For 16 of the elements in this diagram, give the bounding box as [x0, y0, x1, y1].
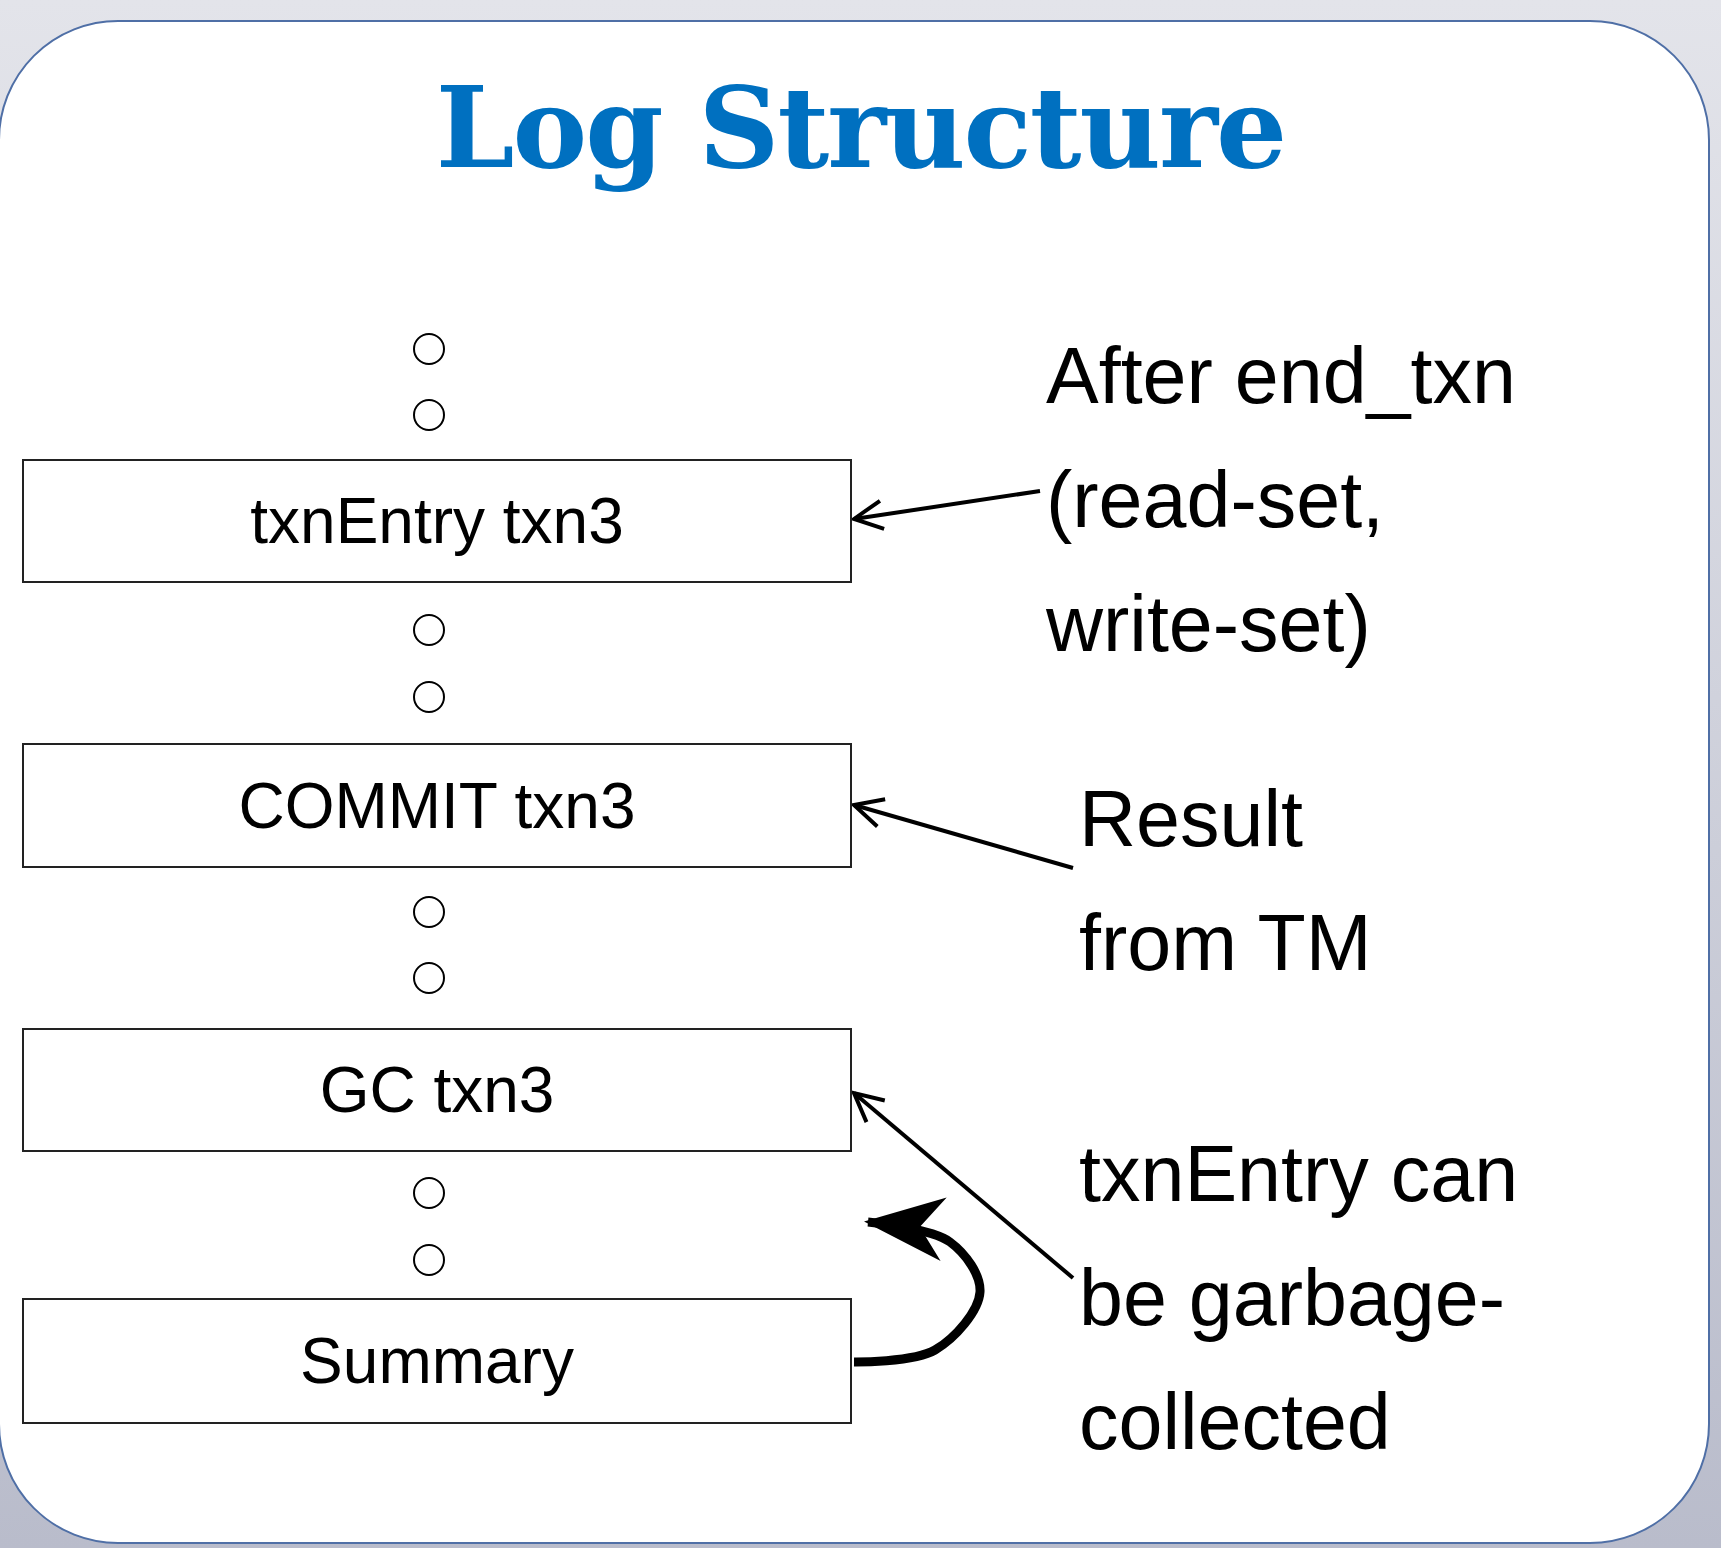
- entry-label: txnEntry txn3: [250, 484, 624, 558]
- annotation-text: After end_txn (read-set, write-set): [1046, 314, 1541, 686]
- log-entry-box: [22, 743, 852, 868]
- curved-arrow: [854, 1197, 985, 1367]
- entry-label: GC txn3: [319, 1053, 555, 1127]
- annotation-text: txnEntry can be garbage- collected: [1079, 1112, 1599, 1484]
- entry-label: Summary: [300, 1324, 574, 1398]
- log-entry-box: [22, 1028, 852, 1152]
- arrow: [852, 1091, 1075, 1280]
- arrow: [852, 797, 1074, 870]
- entry-label: COMMIT txn3: [238, 768, 636, 843]
- title: Log Structure: [434, 62, 1287, 193]
- arrow: [852, 489, 1041, 531]
- log-entry-box: [22, 459, 852, 583]
- annotation-text: Result from TM: [1079, 757, 1479, 1005]
- log-entry-box: [22, 1298, 852, 1424]
